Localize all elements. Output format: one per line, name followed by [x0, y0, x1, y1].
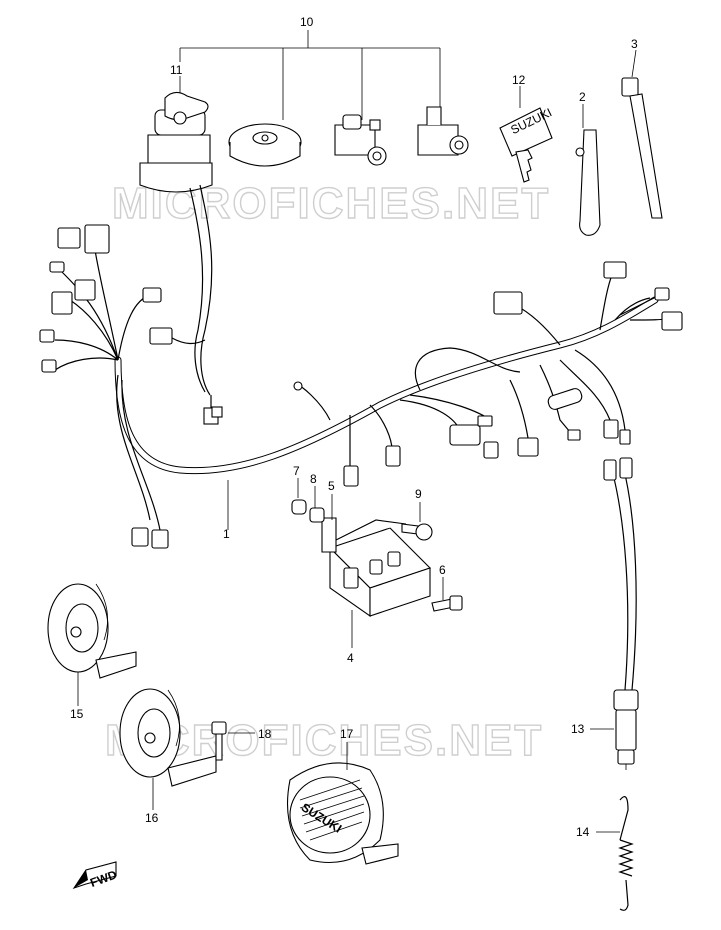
main-wiring-harness [39, 224, 683, 549]
callout-10: 10 [300, 15, 314, 29]
clamp [575, 104, 601, 236]
part-10-bracket [179, 30, 441, 120]
bolt-6 [431, 595, 463, 612]
callout-15: 15 [70, 707, 84, 721]
callout-6: 6 [439, 563, 446, 577]
callout-17: 17 [340, 727, 354, 741]
spring [618, 796, 634, 911]
callout-13: 13 [571, 722, 585, 736]
callout-12: 12 [512, 73, 526, 87]
callout-3: 3 [631, 37, 638, 51]
horn-16 [119, 688, 217, 787]
callout-14: 14 [576, 825, 590, 839]
fwd-arrow-icon: FWD [72, 861, 119, 890]
seat-lock [417, 106, 469, 156]
callout-9: 9 [415, 487, 422, 501]
cable-13 [603, 457, 639, 770]
collar-8 [309, 507, 325, 523]
cable-tie [621, 49, 663, 219]
callout-5: 5 [328, 479, 335, 493]
callout-8: 8 [310, 472, 317, 486]
ignition-switch [139, 91, 219, 425]
callout-18: 18 [258, 727, 272, 741]
bracket-5 [321, 517, 407, 553]
steering-lock [334, 114, 387, 166]
bolt-18 [211, 721, 227, 761]
callout-7: 7 [293, 464, 300, 478]
bolt-9 [401, 523, 433, 541]
fuel-cap [228, 123, 302, 167]
leader-lines [77, 86, 620, 833]
cushion-7 [291, 499, 307, 515]
key: SUZUKI [499, 105, 554, 183]
callout-16: 16 [145, 811, 159, 825]
horn-17: SUZUKI [287, 762, 399, 865]
callout-2: 2 [579, 90, 586, 104]
callout-1: 1 [223, 527, 230, 541]
regulator [328, 527, 432, 618]
callout-4: 4 [347, 651, 354, 665]
horn-15 [47, 583, 137, 679]
callout-11: 11 [170, 63, 183, 77]
